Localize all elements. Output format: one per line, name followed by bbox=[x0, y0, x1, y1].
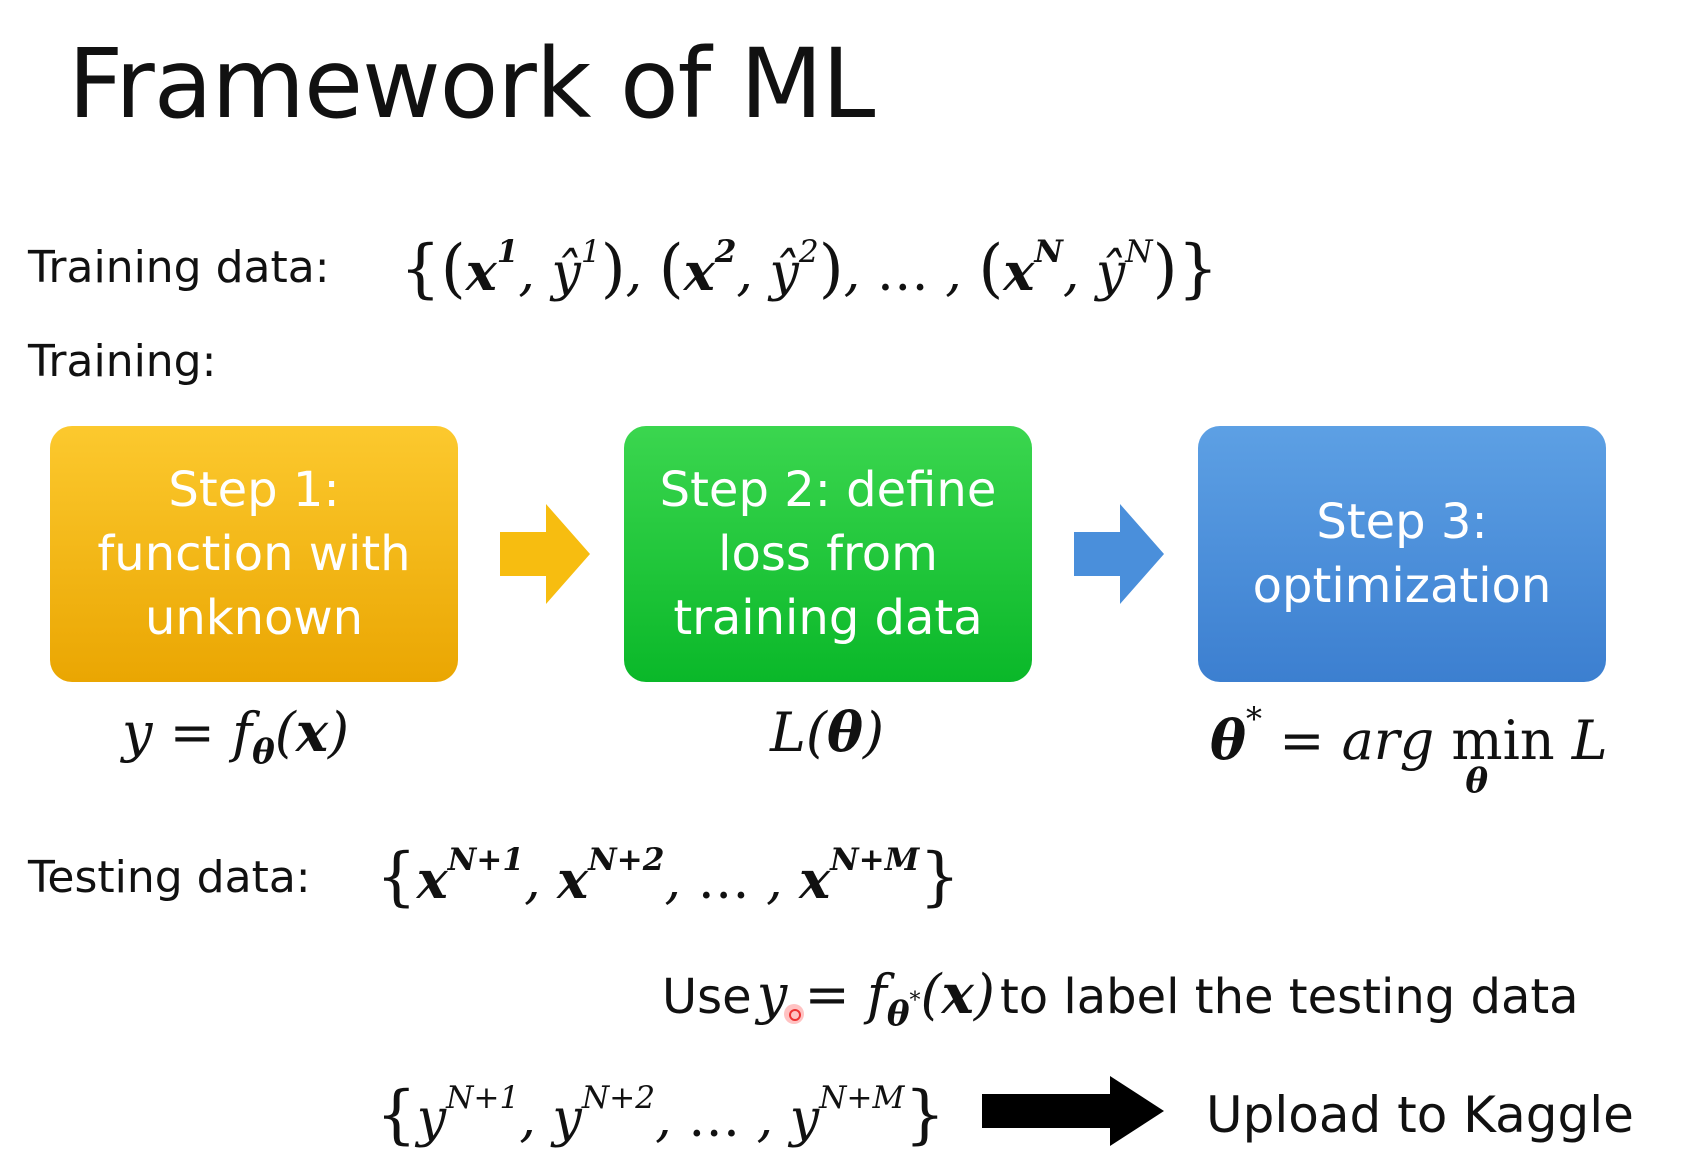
step-1-formula: y = fθ(x) bbox=[122, 700, 350, 772]
output-data-set: {yN+1, yN+2, … , yN+M} bbox=[376, 1078, 946, 1152]
step-2-formula: L(θ) bbox=[770, 700, 885, 764]
step-3-box: Step 3: optimization bbox=[1198, 426, 1606, 682]
arrow-right-icon bbox=[982, 1076, 1164, 1146]
testing-data-label: Testing data: bbox=[28, 852, 311, 903]
training-data-set: {(x1, ŷ1), (x2, ŷ2), … , (xN, ŷN)} bbox=[400, 232, 1219, 306]
cursor-indicator bbox=[784, 1004, 804, 1024]
step-3-label: Step 3: optimization bbox=[1252, 494, 1552, 614]
step-2-box: Step 2: define loss from training data bbox=[624, 426, 1032, 682]
step-1-label: Step 1: function with unknown bbox=[97, 462, 411, 646]
use-prefix: Use bbox=[662, 969, 752, 1025]
use-formula: y = fθ*(x) bbox=[756, 962, 995, 1034]
training-data-label: Training data: bbox=[28, 242, 330, 293]
use-suffix: to label the testing data bbox=[999, 969, 1579, 1025]
slide-title: Framework of ML bbox=[68, 28, 875, 140]
use-statement: Use y = fθ*(x) to label the testing data bbox=[662, 962, 1579, 1034]
testing-data-set: {xN+1, xN+2, … , xN+M} bbox=[376, 840, 961, 914]
arrow-right-icon bbox=[1074, 504, 1164, 604]
training-label: Training: bbox=[28, 336, 217, 387]
step-1-box: Step 1: function with unknown bbox=[50, 426, 458, 682]
arrow-right-icon bbox=[500, 504, 590, 604]
upload-label: Upload to Kaggle bbox=[1206, 1086, 1634, 1144]
step-2-label: Step 2: define loss from training data bbox=[659, 462, 997, 646]
